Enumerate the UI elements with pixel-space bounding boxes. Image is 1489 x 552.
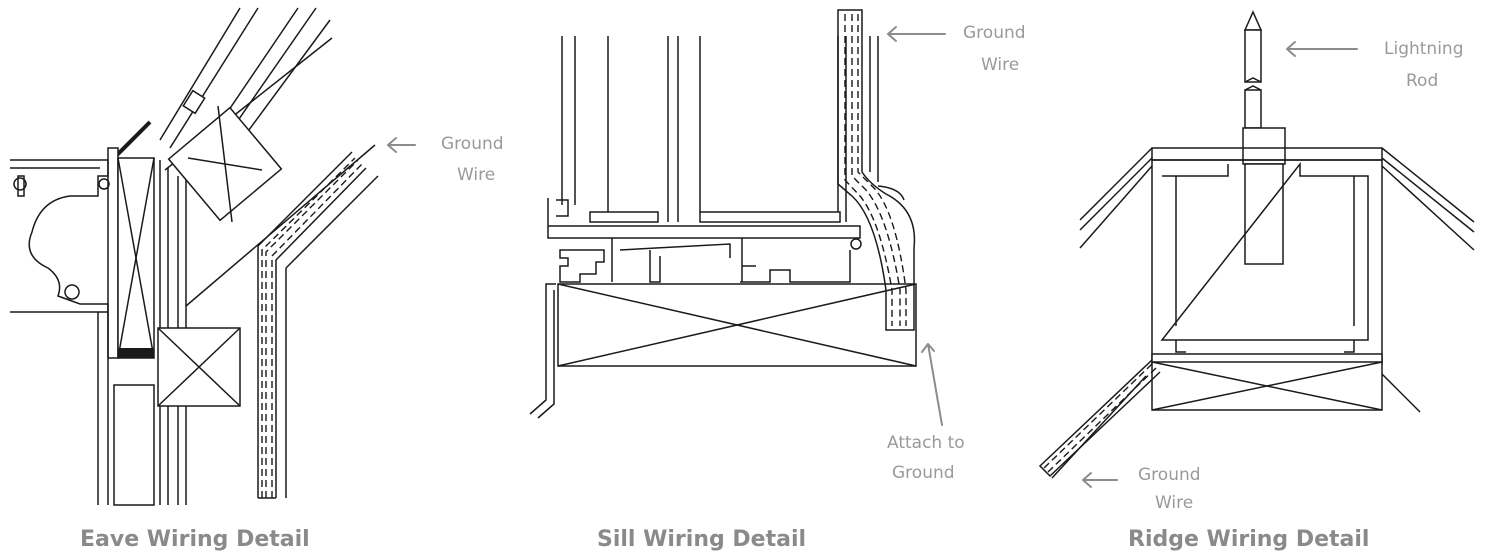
ridge-panel: Lightning Rod Ground Wire Ridge Wiring D… — [1038, 10, 1475, 552]
sill-caption: Sill Wiring Detail — [597, 527, 806, 552]
ridge-rod-label-line2: Rod — [1406, 71, 1438, 91]
eave-ground-arrow — [387, 137, 416, 153]
sill-attach-arrow — [921, 343, 943, 426]
eave-ground-label-line1: Ground — [441, 134, 504, 154]
ridge-caption: Ridge Wiring Detail — [1128, 527, 1369, 552]
sill-drawing — [529, 9, 917, 419]
ridge-ground-label-line2: Wire — [1155, 493, 1193, 513]
sill-ground-label-line2: Wire — [981, 55, 1019, 75]
ridge-rod-arrow — [1286, 41, 1358, 57]
ridge-ground-arrow — [1082, 472, 1118, 488]
eave-drawing — [10, 7, 379, 506]
eave-panel: Ground Wire Eave Wiring Detail — [10, 7, 504, 552]
sill-attach-label-line1: Attach to — [887, 433, 965, 453]
ridge-drawing — [1038, 10, 1475, 479]
sill-ground-label-line1: Ground — [963, 23, 1026, 43]
eave-ground-label-line2: Wire — [457, 165, 495, 185]
ridge-ground-label-line1: Ground — [1138, 465, 1201, 485]
eave-caption: Eave Wiring Detail — [80, 527, 310, 552]
ridge-rod-label-line1: Lightning — [1384, 39, 1464, 59]
sill-panel: Ground Wire Attach to Ground Sill Wiring… — [529, 9, 1026, 552]
sill-ground-arrow — [887, 26, 946, 42]
sill-attach-label-line2: Ground — [892, 463, 955, 483]
